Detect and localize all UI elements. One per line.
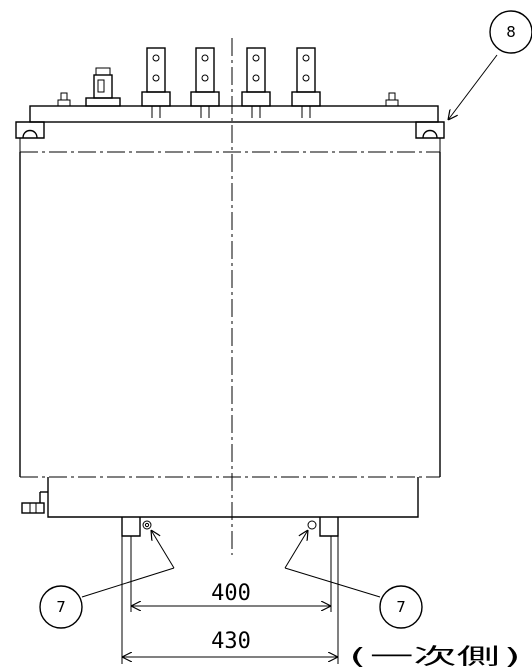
balloon-7-right: 7 xyxy=(284,530,423,629)
dimension-extensions xyxy=(121,536,339,664)
foot-left xyxy=(121,517,152,537)
balloon-7-left: 7 xyxy=(39,530,175,629)
bushing-1 xyxy=(141,47,171,118)
cover-bolt-left xyxy=(57,92,71,107)
bushing-3 xyxy=(241,47,271,118)
cover-gauge xyxy=(85,67,121,107)
dimension-430: 430 xyxy=(122,629,338,657)
foot-right xyxy=(307,517,339,537)
tank-body xyxy=(19,138,441,478)
top-cover xyxy=(29,105,439,123)
balloon-8: 8 xyxy=(448,10,532,120)
bushing-2 xyxy=(190,47,220,118)
drain-valve xyxy=(21,491,48,514)
dimension-430-label: 430 xyxy=(211,629,251,654)
lifting-lug-left xyxy=(15,121,45,139)
bushing-4 xyxy=(291,47,321,118)
lifting-lug-right xyxy=(415,121,445,139)
balloon-8-label: 8 xyxy=(506,23,516,41)
balloon-7-right-label: 7 xyxy=(396,598,406,616)
dimension-400: 400 xyxy=(131,581,331,606)
balloon-7-left-label: 7 xyxy=(56,598,66,616)
dimension-400-label: 400 xyxy=(211,581,251,606)
tank-base xyxy=(47,477,419,518)
cover-bolt-right xyxy=(385,92,399,107)
side-note: (一次側) xyxy=(344,645,526,668)
